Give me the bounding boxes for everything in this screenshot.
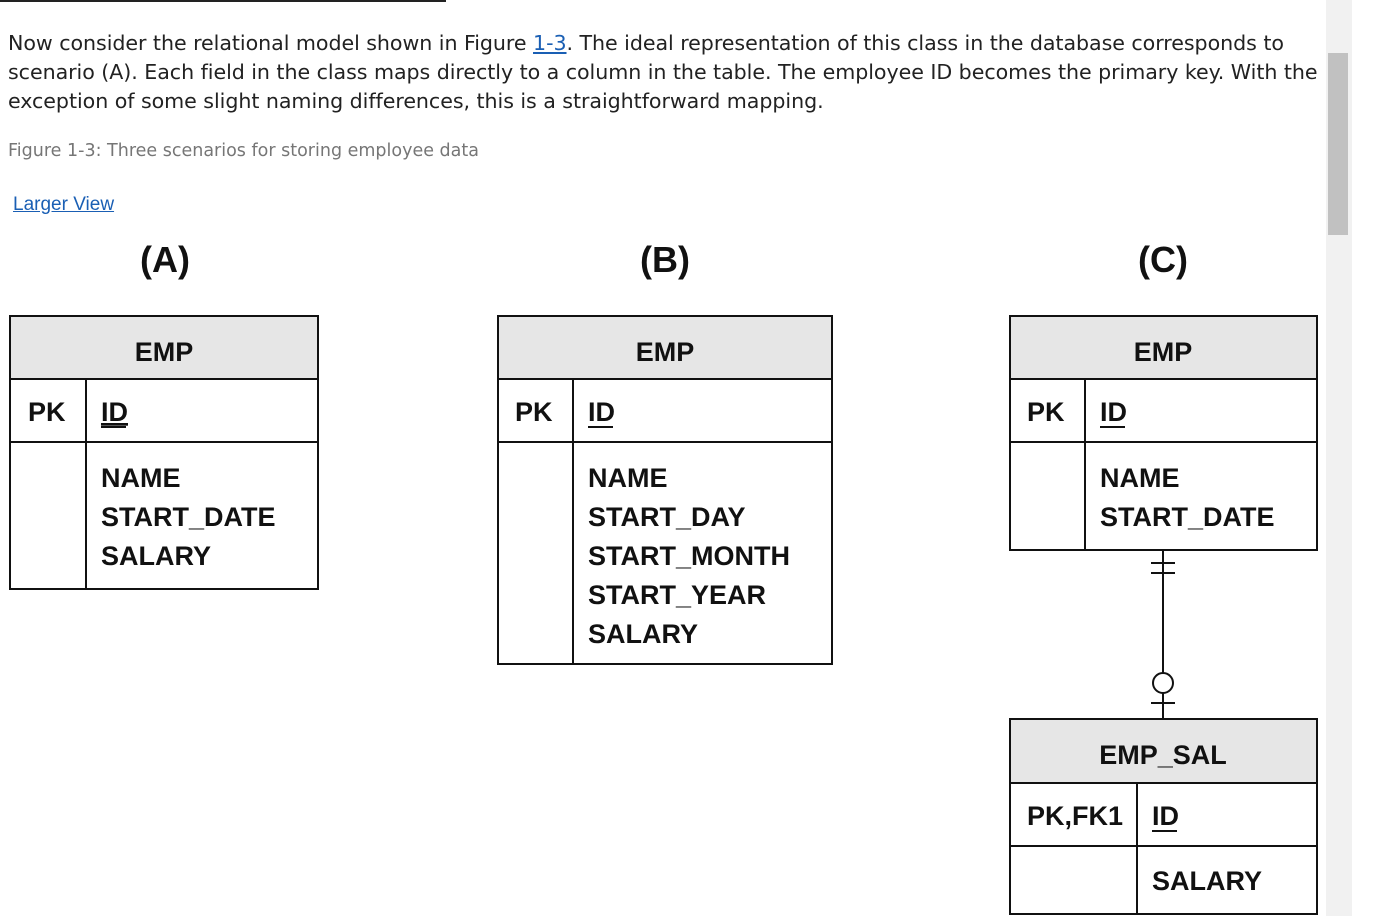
- table-b-field-3: START_MONTH: [588, 541, 790, 571]
- table-c-child-key-field: ID: [1152, 801, 1179, 831]
- figure-diagram: (A) (B) (C) EMP PK ID NAME START_DATE SA…: [0, 225, 1326, 916]
- table-c-emp: [1009, 315, 1318, 551]
- table-a-field-2: START_DATE: [101, 502, 276, 532]
- table-a-name: EMP: [135, 337, 194, 367]
- scenario-a-label: (A): [140, 239, 190, 280]
- article-page: Now consider the relational model shown …: [0, 0, 1326, 916]
- table-c-field-2: START_DATE: [1100, 502, 1275, 532]
- scenario-c-label: (C): [1138, 239, 1188, 280]
- table-b-field-4: START_YEAR: [588, 580, 766, 610]
- table-b-emp: [497, 315, 833, 665]
- larger-view-link[interactable]: Larger View: [13, 194, 115, 215]
- table-a-emp: [9, 315, 319, 590]
- table-a-pk-label: PK: [28, 397, 66, 427]
- body-paragraph: Now consider the relational model shown …: [8, 29, 1318, 116]
- table-c-child-field-1: SALARY: [1152, 866, 1262, 896]
- top-divider: [0, 0, 446, 2]
- scrollbar-thumb[interactable]: [1328, 53, 1348, 235]
- paragraph-text-end: . The ideal representation of this class…: [8, 31, 1318, 113]
- table-b-pk-label: PK: [515, 397, 553, 427]
- er-diagram: (A) (B) (C) EMP PK ID NAME START_DATE SA…: [9, 239, 1318, 915]
- table-a-field-3: SALARY: [101, 541, 211, 571]
- table-c-pk-label: PK: [1027, 397, 1065, 427]
- table-c-pk-field: ID: [1100, 397, 1127, 427]
- paragraph-text-start: Now consider the relational model shown …: [8, 31, 534, 55]
- table-b-field-2: START_DAY: [588, 502, 746, 532]
- figure-link[interactable]: 1-3: [533, 31, 567, 55]
- table-b-pk-field: ID: [588, 397, 615, 427]
- table-b-name: EMP: [636, 337, 695, 367]
- table-c-field-1: NAME: [1100, 463, 1180, 493]
- table-c-emp-sal: [1009, 718, 1318, 915]
- table-b-field-1: NAME: [588, 463, 668, 493]
- table-a-pk-field: ID: [101, 397, 128, 427]
- table-b-field-5: SALARY: [588, 619, 698, 649]
- scenario-b-label: (B): [640, 239, 690, 280]
- relationship-connector: [1151, 550, 1175, 719]
- scrollbar-gutter: [1352, 0, 1375, 916]
- figure-caption: Figure 1-3: Three scenarios for storing …: [8, 141, 479, 161]
- table-c-child-name: EMP_SAL: [1099, 740, 1227, 770]
- table-a-field-1: NAME: [101, 463, 181, 493]
- table-c-child-key-label: PK,FK1: [1027, 801, 1123, 831]
- table-c-name: EMP: [1134, 337, 1193, 367]
